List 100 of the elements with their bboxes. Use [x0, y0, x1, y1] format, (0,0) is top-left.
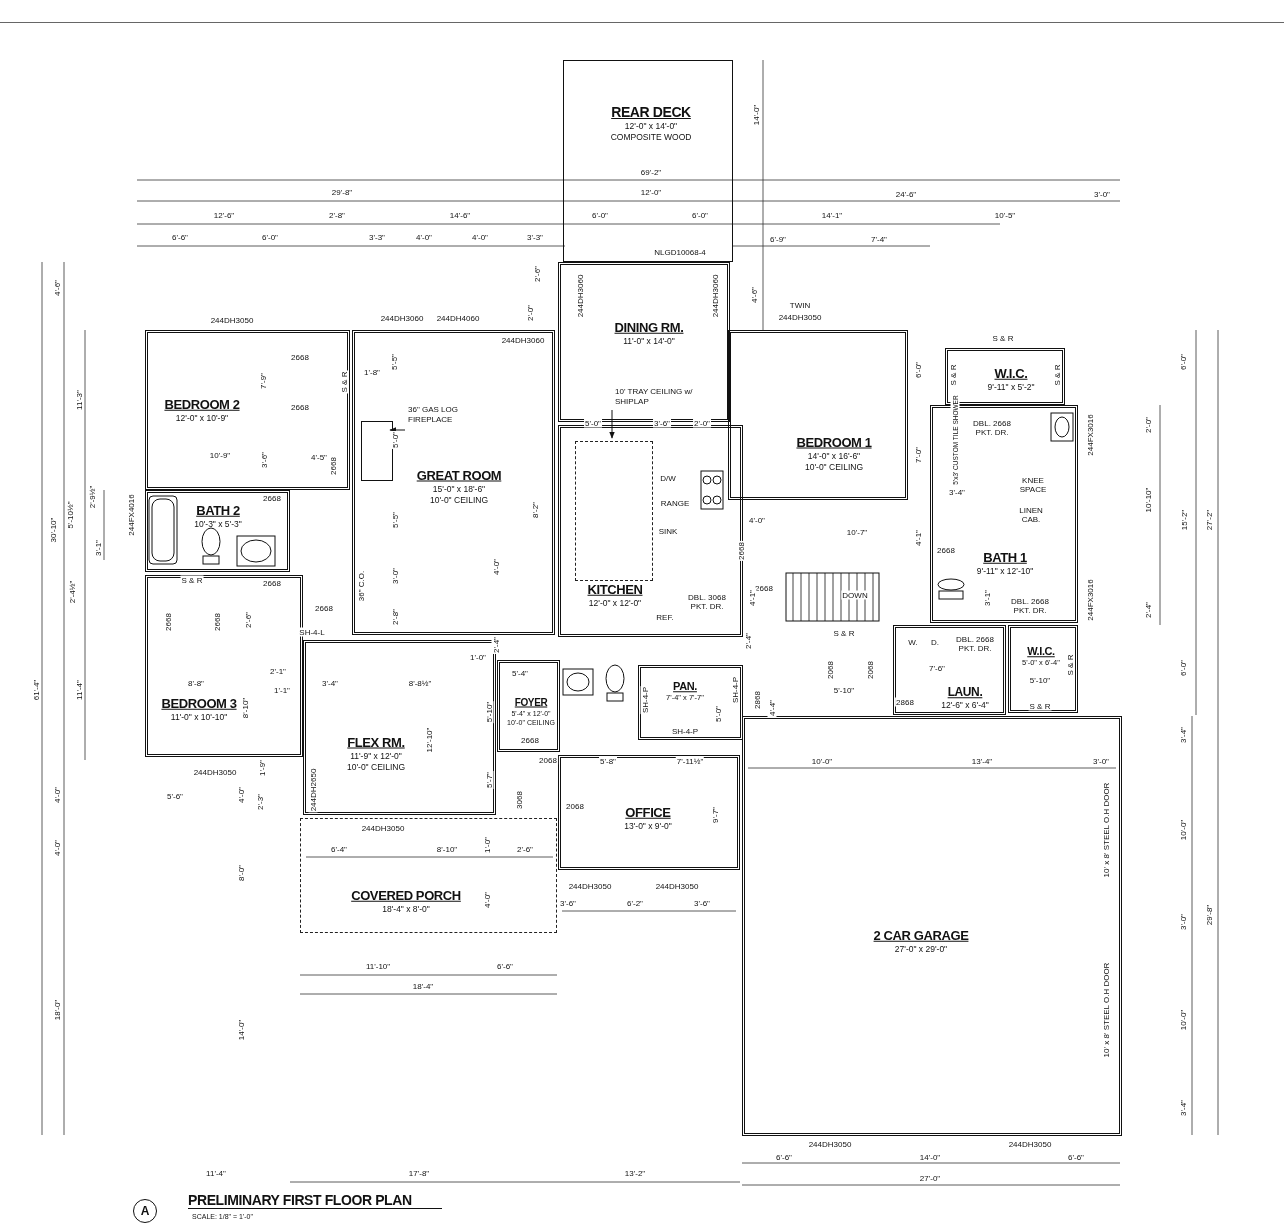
window-tag: 244DH3050: [567, 881, 613, 891]
dimension-text: 2'-6": [243, 611, 253, 629]
window-tag: 244FX3016: [1085, 413, 1095, 457]
dimension-text: 3'-3": [368, 232, 386, 242]
plan-title: PRELIMINARY FIRST FLOOR PLAN: [188, 1192, 442, 1209]
dimension-text: 3'-6": [653, 418, 671, 428]
dimension-text: 5'-5": [390, 511, 400, 529]
dimension-text: 13'-2": [623, 1168, 647, 1178]
dimension-text: 3'-4": [948, 487, 966, 497]
door-tag: 3068: [514, 790, 524, 810]
window-tag: 244DH3060: [710, 273, 720, 319]
note-text: S & R: [180, 575, 204, 585]
dimension-text: 3'-4": [321, 678, 339, 688]
dimension-text: 5'-5": [389, 353, 399, 371]
dimension-text: 29'-8": [1204, 903, 1214, 927]
room-area: [145, 490, 290, 572]
note-text: S & R: [991, 333, 1015, 343]
dimension-text: 8'-2": [530, 501, 540, 519]
dimension-text: 4'-0": [482, 891, 492, 909]
room-name: KITCHEN: [587, 581, 643, 598]
dimension-text: 10'-10": [1143, 486, 1153, 514]
room-dimensions: 12'-6" x 6'-4": [941, 700, 989, 711]
dimension-text: 10'-7": [845, 527, 869, 537]
room-name: DINING RM.: [614, 319, 684, 336]
dimension-text: 27'-2": [1204, 508, 1214, 532]
room-name: OFFICE: [625, 804, 671, 821]
dimension-text: 7'-9": [258, 372, 268, 390]
dimension-text: 6'-0": [261, 232, 279, 242]
dimension-text: 1'-0": [469, 652, 487, 662]
door-tag: 2668: [520, 735, 540, 745]
door-tag: 2668: [736, 541, 746, 561]
dimension-text: 4'-0": [748, 515, 766, 525]
room-dimensions: 10'-0" CEILING: [430, 494, 488, 505]
dimension-text: 2'-8": [390, 608, 400, 626]
dimension-text: 3'-0": [1093, 189, 1111, 199]
dimension-text: 61'-4": [31, 678, 41, 702]
dimension-text: 12'-0": [639, 187, 663, 197]
note-text: D/W: [659, 473, 677, 483]
dimension-text: 3'-4": [1178, 1099, 1188, 1117]
room-name: FOYER: [514, 695, 548, 709]
dimension-text: 5'-7": [484, 771, 494, 789]
dimension-text: 6'-4": [330, 844, 348, 854]
room-area: [728, 330, 908, 500]
window-tag: 244DH3050: [209, 315, 255, 325]
window-tag: 244DH3060: [379, 313, 425, 323]
dimension-text: 6'-0": [1178, 659, 1188, 677]
callout-letter: A: [133, 1199, 157, 1223]
dimension-text: 3'-6": [559, 898, 577, 908]
room-dimensions: 9'-11" x 5'-2": [987, 381, 1035, 393]
door-tag: 2668: [262, 493, 282, 503]
dimension-text: 14'-6": [448, 210, 472, 220]
note-text: S & R: [1052, 363, 1062, 387]
room-name: LAUN.: [947, 685, 983, 701]
room-name: GREAT ROOM: [416, 467, 502, 484]
dimension-text: 2'-3": [255, 793, 265, 811]
room-dimensions: 13'-0" x 9'-0": [624, 820, 672, 832]
dimension-text: 30'-10": [48, 516, 58, 544]
kitchen-island: [575, 441, 653, 581]
dimension-text: 8'-8": [187, 678, 205, 688]
window-tag: 244FX3016: [1085, 578, 1095, 622]
dimension-text: 6'-2": [626, 898, 644, 908]
window-tag: 244FX4016: [126, 493, 136, 537]
door-tag: 2668: [212, 612, 222, 632]
dimension-text: 2'-8": [328, 210, 346, 220]
note-text: S & R: [832, 628, 856, 638]
room-dimensions: 27'-0" x 29'-0": [894, 943, 948, 955]
dimension-text: 18'-4": [411, 981, 435, 991]
room-name: BATH 1: [983, 549, 1027, 566]
room-name: FLEX RM.: [347, 734, 405, 751]
dimension-text: 5'-0": [713, 705, 723, 723]
room-name: BEDROOM 2: [164, 396, 240, 413]
note-text: SH-4-P: [670, 726, 700, 736]
note-text: DOWN: [841, 590, 869, 600]
window-tag: 244DH3050: [807, 1139, 853, 1149]
door-tag: 2668: [328, 456, 338, 476]
dimension-text: 24'-6": [894, 189, 918, 199]
room-name: REAR DECK: [611, 104, 691, 121]
dimension-text: 5'-4": [511, 668, 529, 678]
dimension-text: 4'-6": [749, 286, 759, 304]
door-tag: 2668: [314, 603, 334, 613]
room-name: BATH 2: [196, 502, 240, 519]
note-text: W.: [907, 637, 919, 647]
dimension-text: 3'-4": [1178, 726, 1188, 744]
dimension-text: 6'-9": [769, 234, 787, 244]
room-dimensions: 10'-0" CEILING: [347, 761, 405, 772]
dimension-text: 2'-6": [516, 844, 534, 854]
room-dimensions: 12'-0" x 12'-0": [588, 597, 642, 609]
dimension-text: 13'-4": [970, 756, 994, 766]
dimension-text: 3'-3": [526, 232, 544, 242]
door-tag: 2068: [865, 660, 875, 680]
dimension-text: 5'-10": [1028, 675, 1052, 685]
dimension-text: 5'-10½": [65, 500, 75, 530]
window-tag: 244DH3050: [192, 767, 238, 777]
window-tag: 244DH3050: [1007, 1139, 1053, 1149]
dimension-text: 12'-6": [212, 210, 236, 220]
dimension-text: 2'-1": [269, 666, 287, 676]
dimension-text: 2'-4": [491, 636, 501, 654]
room-dimensions: 11'-0" x 10'-10": [170, 711, 228, 723]
dimension-text: 3'-6": [693, 898, 711, 908]
door-tag: NLGD10068-4: [653, 247, 707, 257]
